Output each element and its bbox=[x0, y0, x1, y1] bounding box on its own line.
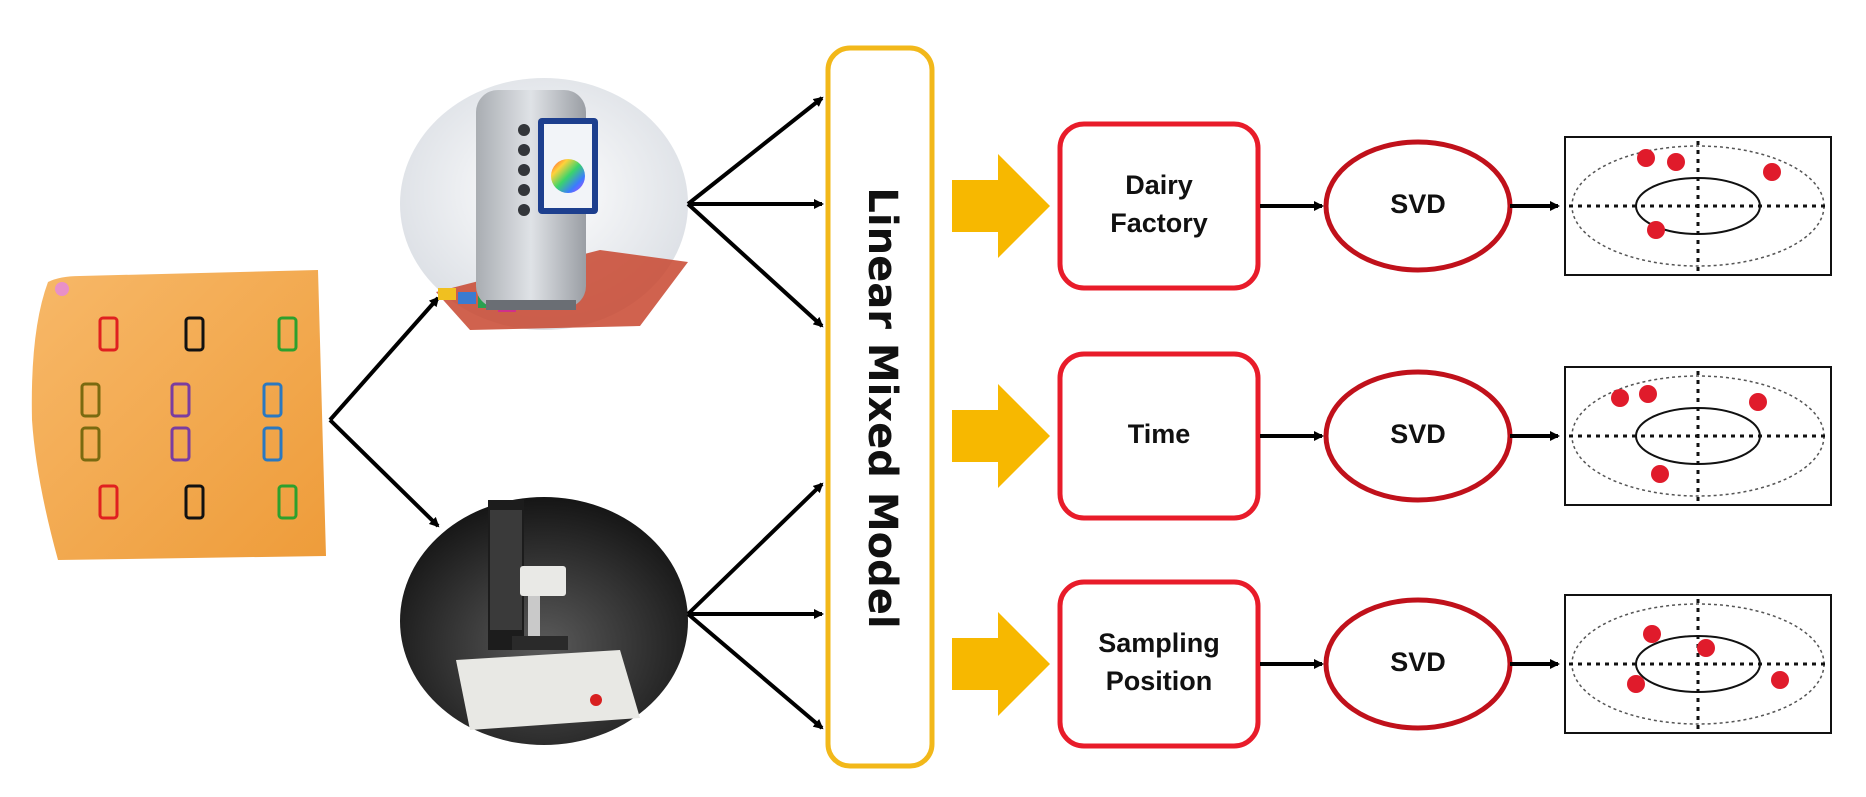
sample-marker bbox=[170, 426, 191, 462]
svd-label: SVD bbox=[1390, 189, 1446, 219]
measurement-arrows bbox=[686, 96, 824, 730]
factor-box bbox=[1057, 579, 1261, 749]
biplot-point bbox=[1611, 389, 1629, 407]
sample-marker bbox=[277, 316, 298, 352]
arrow-to-texture-analyzer bbox=[328, 418, 440, 528]
linear-mixed-model-box: Linear Mixed Model bbox=[825, 45, 935, 769]
factor-label: Time bbox=[1128, 419, 1191, 449]
sample-position-markers bbox=[80, 316, 298, 520]
biplot-point bbox=[1643, 625, 1661, 643]
factor-label: Sampling bbox=[1098, 628, 1220, 658]
factor-row: Time SVD bbox=[952, 351, 1832, 521]
colorimeter-device bbox=[400, 78, 688, 330]
svd-label: SVD bbox=[1390, 419, 1446, 449]
arrow-to-colorimeter bbox=[328, 296, 440, 422]
svd-label: SVD bbox=[1390, 647, 1446, 677]
sample-marker bbox=[80, 426, 101, 462]
biplot-point bbox=[1627, 675, 1645, 693]
biplot-point bbox=[1639, 385, 1657, 403]
biplot-point bbox=[1697, 639, 1715, 657]
sample-marker bbox=[262, 382, 283, 418]
biplot-point bbox=[1763, 163, 1781, 181]
biplot-point bbox=[1749, 393, 1767, 411]
sample-marker bbox=[184, 316, 205, 352]
linear-mixed-model-label: Linear Mixed Model bbox=[859, 187, 905, 628]
factor-box bbox=[1057, 351, 1261, 521]
factor-label: Dairy bbox=[1125, 170, 1193, 200]
block-arrow bbox=[952, 612, 1050, 716]
sample-marker bbox=[262, 426, 283, 462]
texture-analyzer-device bbox=[400, 497, 688, 745]
biplot-point bbox=[1667, 153, 1685, 171]
factor-label: Factory bbox=[1110, 208, 1208, 238]
cheese-sample bbox=[31, 270, 327, 560]
biplot-chart bbox=[1564, 366, 1832, 506]
block-arrow bbox=[952, 154, 1050, 258]
sample-marker bbox=[98, 484, 119, 520]
biplot-chart bbox=[1564, 594, 1832, 734]
biplot-point bbox=[1771, 671, 1789, 689]
biplot-point bbox=[1637, 149, 1655, 167]
sample-marker bbox=[277, 484, 298, 520]
sample-marker bbox=[170, 382, 191, 418]
sample-marker bbox=[184, 484, 205, 520]
factor-box bbox=[1057, 121, 1261, 291]
biplot-chart bbox=[1564, 136, 1832, 276]
block-arrow bbox=[952, 384, 1050, 488]
sample-marker bbox=[80, 382, 101, 418]
biplot-point bbox=[1651, 465, 1669, 483]
biplot-point bbox=[1647, 221, 1665, 239]
sample-marker bbox=[98, 316, 119, 352]
factor-label: Position bbox=[1106, 666, 1213, 696]
